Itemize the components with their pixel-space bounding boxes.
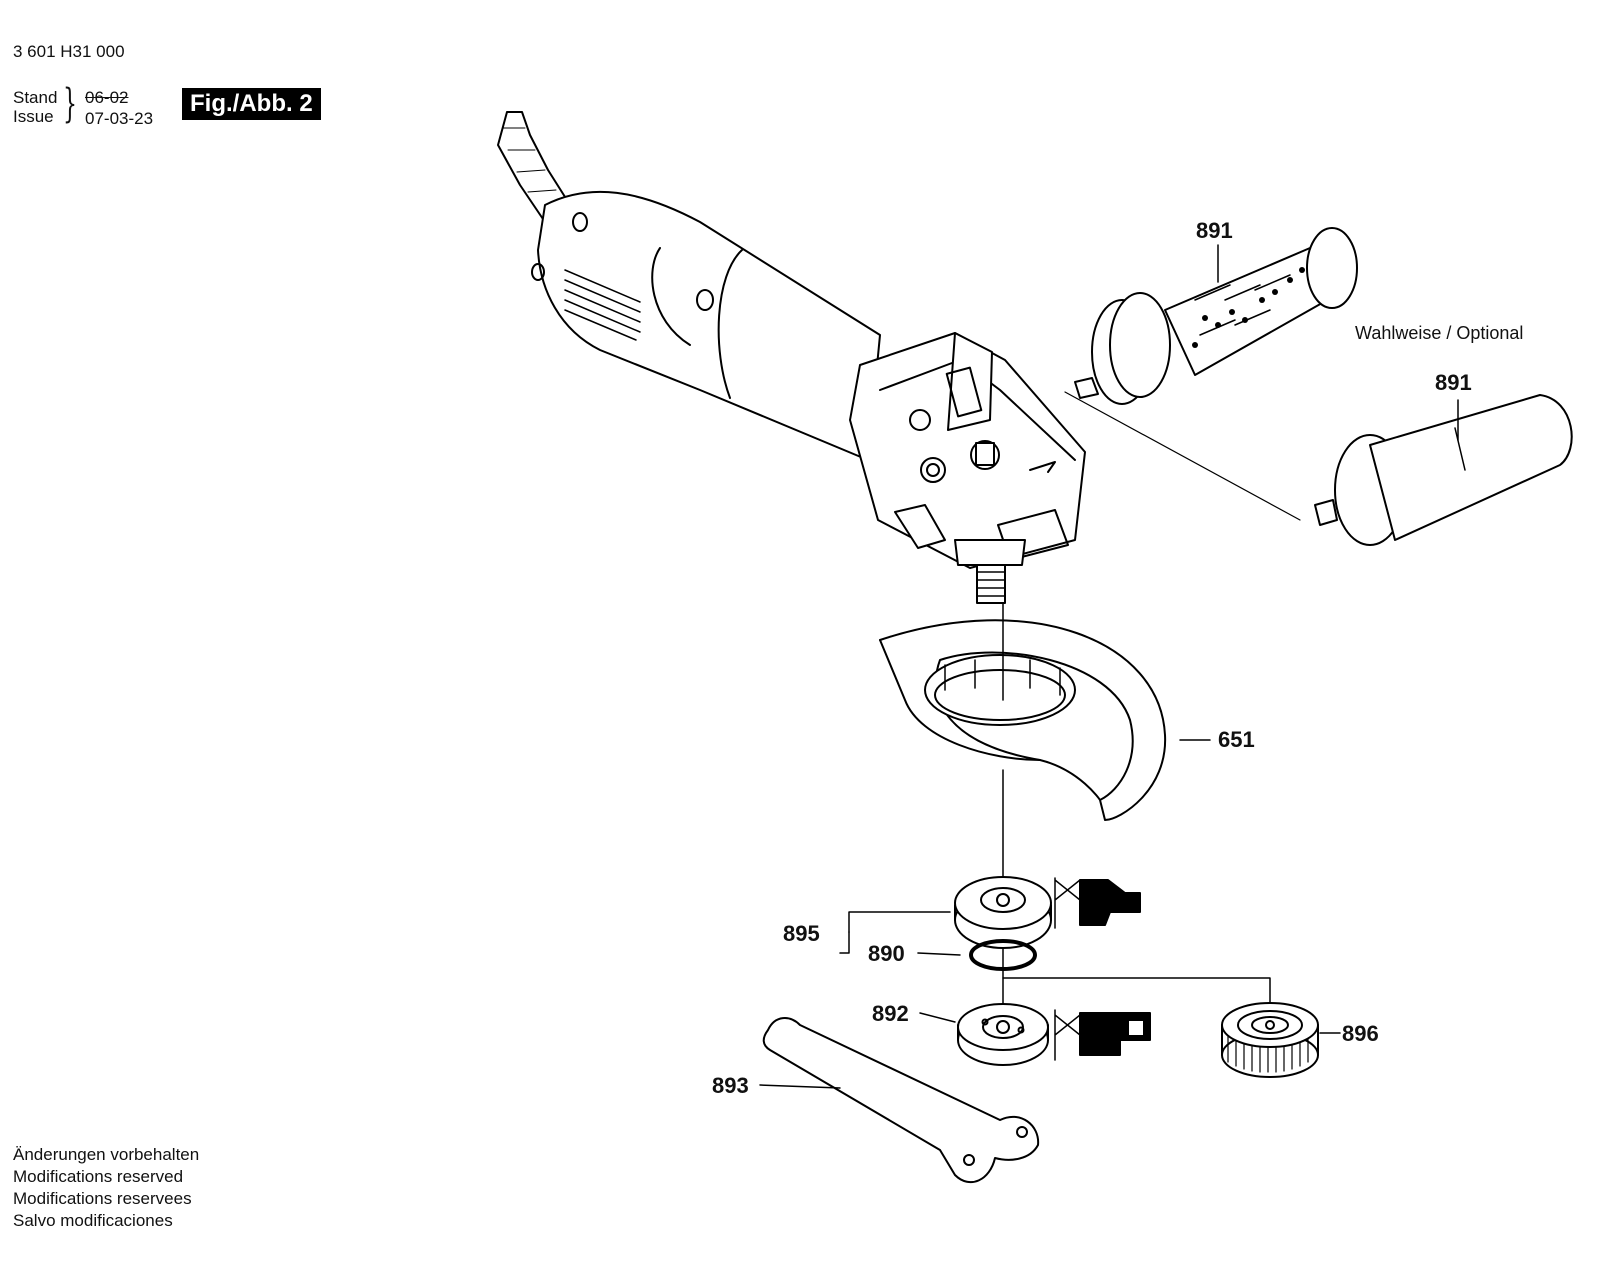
issue-date: 07-03-23 [85, 109, 154, 128]
figure-badge: Fig./Abb. 2 [182, 88, 321, 120]
callout-spanner: 893 [712, 1073, 749, 1098]
wheel-guard-part [879, 619, 1167, 821]
callout-o-ring: 890 [868, 941, 905, 966]
o-ring-part [969, 939, 1037, 971]
callout-handle-grip: 891 [1196, 218, 1233, 243]
side-handle-grip-part [1074, 227, 1358, 405]
footer-line-de: Änderungen vorbehalten [13, 1145, 200, 1164]
document-number: 3 601 H31 000 [13, 42, 125, 61]
clamping-nut-part [957, 1003, 1049, 1066]
callout-clamping-nut: 892 [872, 1001, 909, 1026]
footer-line-es: Salvo modificaciones [13, 1211, 173, 1230]
side-handle-plain-part [1314, 394, 1573, 546]
footer-line-en: Modifications reserved [13, 1167, 184, 1186]
nut-section-icon [1054, 1009, 1151, 1061]
optional-label: Wahlweise / Optional [1355, 323, 1524, 343]
mounting-flange-part [954, 876, 1052, 949]
callout-guard: 651 [1218, 727, 1255, 752]
old-date: 06-02 [85, 88, 129, 107]
callout-quick-nut: 896 [1342, 1021, 1379, 1046]
brace-symbol: } [63, 81, 77, 127]
callout-leaders [759, 244, 1459, 1089]
quick-nut-part [1221, 1002, 1319, 1078]
issue-label: Issue [13, 107, 54, 126]
callout-handle-plain: 891 [1435, 370, 1472, 395]
angle-grinder-body [531, 190, 881, 461]
callout-mounting-flange-set: 895 [783, 921, 820, 946]
stand-label: Stand [13, 88, 58, 107]
flange-section-icon [1054, 877, 1141, 929]
gear-head [849, 332, 1086, 604]
footer-line-fr: Modifications reservees [13, 1189, 192, 1208]
two-pin-spanner-part [762, 1017, 1040, 1184]
